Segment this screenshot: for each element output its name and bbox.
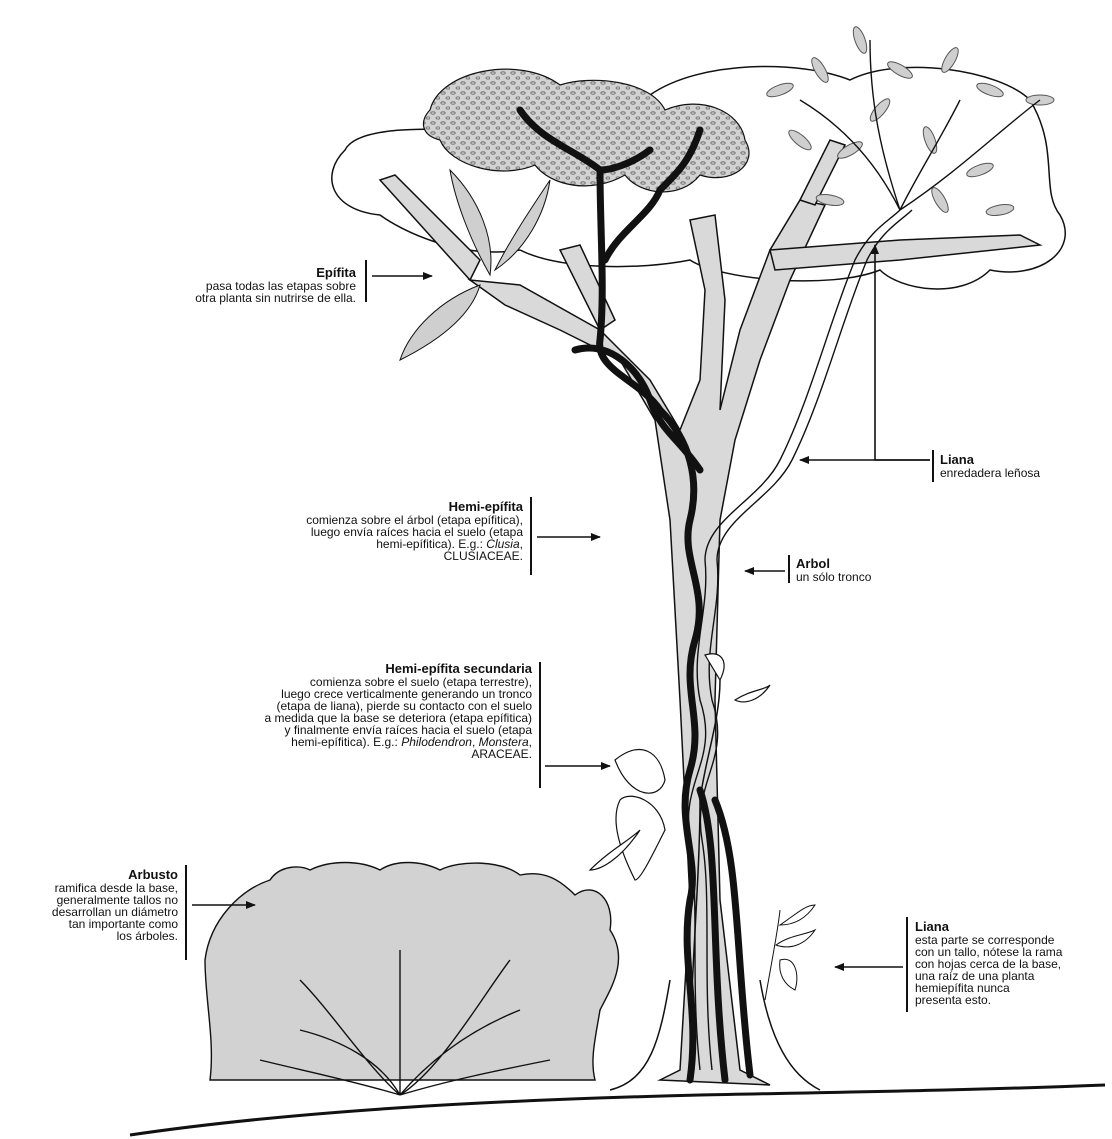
label-arbusto: Arbusto ramifica desde la base, generalm… (20, 868, 178, 942)
liana-bottom-bracket (906, 917, 908, 1012)
label-hemi-epifita: Hemi-epífita comienza sobre el árbol (et… (228, 500, 523, 562)
label-hemi-secundaria: Hemi-epífita secundaria comienza sobre e… (208, 662, 532, 760)
ground-line (130, 1085, 1105, 1135)
label-liana-bottom: Liana esta parte se corresponde con un t… (915, 920, 1105, 1006)
liana-sapling (765, 905, 815, 1000)
label-liana-top: Liana enredadera leñosa (940, 453, 1100, 479)
label-arbol: Arbol un sólo tronco (796, 557, 956, 583)
label-arbol-desc: un sólo tronco (796, 571, 956, 583)
hemi-epifita-bracket (530, 497, 532, 575)
arbol-bracket (788, 555, 790, 583)
label-hemi-secundaria-title: Hemi-epífita secundaria (208, 662, 532, 676)
label-liana-bottom-title: Liana (915, 920, 1105, 934)
label-liana-top-desc: enredadera leñosa (940, 467, 1100, 479)
arbusto-bracket (185, 865, 187, 960)
hemi-secundaria-bracket (539, 662, 541, 788)
liana-top-bracket (932, 450, 934, 482)
label-liana-top-title: Liana (940, 453, 1100, 467)
label-hemi-secundaria-desc: comienza sobre el suelo (etapa terrestre… (208, 676, 532, 760)
label-arbusto-title: Arbusto (20, 868, 178, 882)
label-epifita-desc: pasa todas las etapas sobre otra planta … (128, 280, 356, 304)
label-epifita: Epífita pasa todas las etapas sobre otra… (128, 266, 356, 304)
shrub (205, 863, 619, 1081)
label-epifita-title: Epífita (128, 266, 356, 280)
label-arbusto-desc: ramifica desde la base, generalmente tal… (20, 882, 178, 942)
label-hemi-epifita-title: Hemi-epífita (228, 500, 523, 514)
epifita-bracket (365, 260, 367, 302)
pointer-arrows (192, 245, 930, 967)
label-hemi-epifita-desc: comienza sobre el árbol (etapa epífitica… (228, 514, 523, 562)
label-arbol-title: Arbol (796, 557, 956, 571)
liana-branches (800, 40, 1040, 210)
label-liana-bottom-desc: esta parte se corresponde con un tallo, … (915, 934, 1105, 1006)
